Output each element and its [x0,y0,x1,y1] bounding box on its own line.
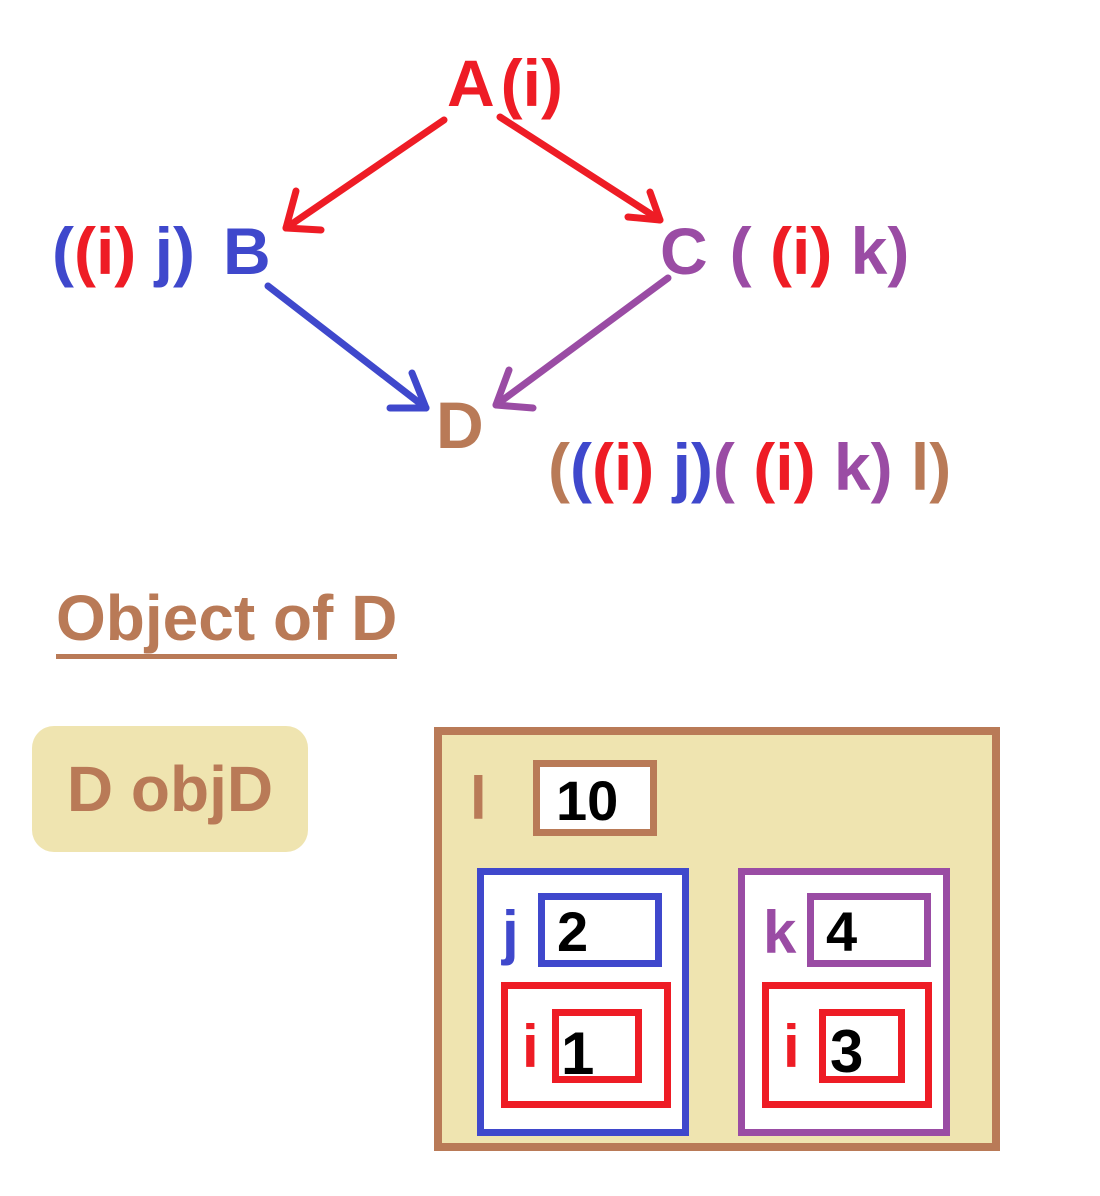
c-members-i: (i) [770,214,833,288]
member-i-name-in-b: i [522,1013,539,1080]
member-l-box: 10 [533,760,657,836]
d-members-c-i: (i) [753,430,816,504]
d-members-b-i: (i) [591,430,655,504]
arrow-a-to-b [282,116,448,234]
class-a-label: A [447,46,495,120]
class-d-label: D [436,388,484,462]
class-b-label: B [222,214,271,288]
member-i-box-in-c: 3 [819,1009,905,1083]
object-declaration: D objD [32,726,308,852]
subobject-c: k 4 i 3 [738,868,950,1136]
class-c-node: C( (i) k) [660,218,909,284]
b-members-j: j) [136,214,195,288]
b-members-i: (i) [73,214,137,288]
c-members-open: ( [729,214,770,288]
member-k-box: 4 [807,893,931,967]
member-k-value: 4 [826,900,858,963]
member-i-value-in-c: 3 [830,1018,864,1085]
member-i-name-in-c: i [783,1013,800,1080]
class-a-members: (i) [500,46,563,120]
arrow-a-to-c [496,113,664,224]
class-d-members: (((i) j)( (i) k) l) [548,434,951,500]
arrow-b-to-d [264,282,430,412]
d-members-b-j: j) [654,430,713,504]
d-members-l: l) [892,430,952,504]
class-b-node: ((i) j)B [52,218,271,284]
member-l-name: l [470,765,487,832]
subobject-b-base-a: i 1 [501,982,671,1108]
member-i-box-in-b: 1 [552,1009,642,1087]
inheritance-arrows [264,113,672,412]
member-j-box: 2 [538,893,662,967]
member-j-name: j [502,899,519,966]
member-i-value-in-b: 1 [561,1020,595,1087]
d-members-c-k: k) [815,430,893,504]
subobject-c-base-a: i 3 [762,982,932,1108]
section-title: Object of D [56,586,398,659]
d-members-open: ( [548,430,570,504]
arrow-c-to-d [492,274,672,412]
member-j-value: 2 [557,900,589,963]
d-members-b-open: ( [569,430,592,504]
member-k-name: k [763,899,797,966]
c-members-k: k) [832,214,910,288]
member-l-value: 10 [556,769,619,832]
subobject-b: j 2 i 1 [477,868,689,1136]
class-c-label: C [660,214,708,288]
d-members-c-open: ( [712,430,754,504]
class-a-node: A(i) [447,50,563,116]
b-members-open: ( [52,214,74,288]
object-d-layout: l 10 j 2 i 1 k 4 i 3 [434,727,1000,1151]
